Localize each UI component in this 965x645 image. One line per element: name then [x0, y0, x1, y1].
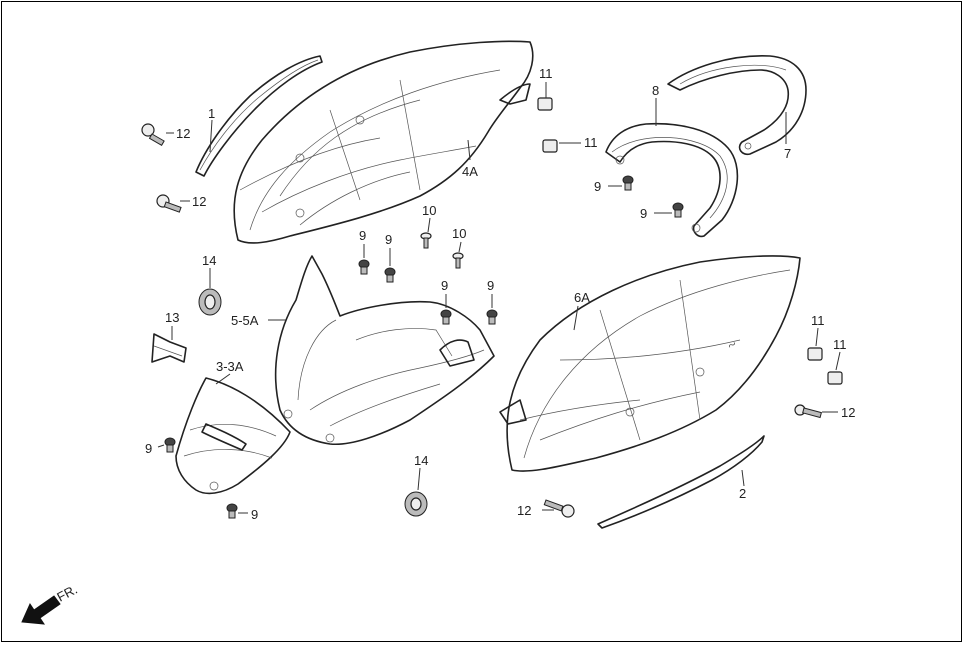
fastener-12-screw [543, 499, 575, 518]
callout-8: 8 [652, 83, 659, 98]
part-1-left-trim-strip [195, 55, 323, 177]
front-direction-marker: FR. [21, 582, 80, 625]
part-14-grommet-lower [404, 491, 428, 517]
callout-labels: 1 12 12 11 11 4A 8 7 9 9 10 10 9 9 9 9 1… [145, 66, 855, 522]
callout-5-5a: 5-5A [231, 313, 259, 328]
callout-9: 9 [487, 278, 494, 293]
fastener-12-screw [794, 404, 822, 419]
callout-9: 9 [359, 228, 366, 243]
fastener-12-screw [141, 123, 165, 147]
callout-12: 12 [176, 126, 190, 141]
callout-4a: 4A [462, 164, 478, 179]
callout-2: 2 [739, 486, 746, 501]
fastener-9-bolt [622, 175, 634, 191]
part-3-front-lower-cover [175, 377, 291, 495]
callout-9: 9 [251, 507, 258, 522]
fastener-11-clip-nut [827, 371, 843, 385]
callout-12: 12 [841, 405, 855, 420]
callout-3-3a: 3-3A [216, 359, 244, 374]
front-arrow-icon [21, 595, 61, 625]
fastener-9-bolt [384, 267, 396, 283]
callout-11: 11 [539, 66, 553, 81]
fastener-9-bolt [358, 259, 370, 275]
leader-lines [157, 82, 841, 514]
part-7-rear-grab-rail [667, 55, 807, 156]
fastener-11-clip-nut [807, 347, 823, 361]
part-8-grab-rail-bracket [605, 122, 739, 238]
fastener-9-bolt [226, 503, 238, 519]
fastener-10-screw [420, 232, 432, 249]
part-5-center-lower-cover [274, 255, 495, 446]
part-14-grommet-upper [198, 288, 222, 316]
part-13-clip [151, 333, 187, 363]
part-6a-right-body-cover: ~ [499, 255, 801, 472]
callout-13: 13 [165, 310, 179, 325]
callout-7: 7 [784, 146, 791, 161]
fastener-12-screw [156, 194, 182, 213]
callout-12: 12 [192, 194, 206, 209]
callout-11: 11 [833, 337, 847, 352]
fastener-9-bolt [440, 309, 452, 325]
callout-9: 9 [594, 179, 601, 194]
fastener-11-clip-nut [537, 97, 553, 111]
callout-14: 14 [414, 453, 428, 468]
callout-1: 1 [208, 106, 215, 121]
fastener-9-bolt [672, 202, 684, 218]
part-2-right-trim-strip [597, 435, 765, 529]
callout-11: 11 [584, 135, 598, 150]
right-cover-script-emblem: ~ [726, 337, 740, 354]
fastener-9-bolt [164, 437, 176, 453]
callout-10: 10 [422, 203, 436, 218]
fastener-11-clip-nut [542, 139, 558, 153]
fastener-9-bolt [486, 309, 498, 325]
callout-14: 14 [202, 253, 216, 268]
callout-12: 12 [517, 503, 531, 518]
callout-6a: 6A [574, 290, 590, 305]
callout-9: 9 [385, 232, 392, 247]
callout-9: 9 [441, 278, 448, 293]
callout-10: 10 [452, 226, 466, 241]
callout-9: 9 [145, 441, 152, 456]
part-4a-left-body-cover [233, 40, 534, 244]
callout-9: 9 [640, 206, 647, 221]
callout-11: 11 [811, 313, 825, 328]
fastener-10-screw [452, 252, 464, 269]
